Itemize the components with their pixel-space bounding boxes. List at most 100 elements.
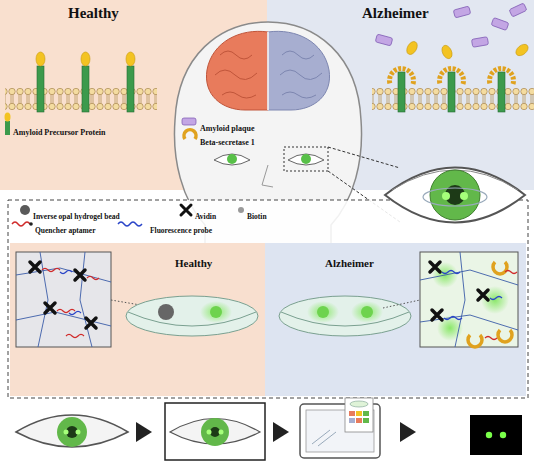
face-part <box>288 154 324 165</box>
membrane-alzheimer-part-part <box>471 37 488 48</box>
dashed-panel <box>8 200 528 398</box>
readout-steps-part <box>219 430 224 435</box>
legend-label: Fluorescence probe <box>150 227 212 235</box>
hydrogel-alzheimer-part-part <box>455 252 465 347</box>
readout-steps-part <box>273 422 289 442</box>
lens-alzheimer-part <box>317 306 329 318</box>
membrane-healthy-part <box>81 52 90 66</box>
legend-entry: Amyloid plaque <box>200 117 254 135</box>
readout-steps-part <box>64 430 69 435</box>
legend-entry: Biotin <box>247 205 267 223</box>
membrane-alzheimer-part <box>448 72 455 112</box>
face-part <box>284 147 328 171</box>
readout-steps-part <box>349 411 355 416</box>
readout-steps-part <box>363 418 369 423</box>
hydrogel-alzheimer-part-part <box>498 330 512 342</box>
hydrogel-healthy-part-part <box>45 303 55 313</box>
membrane-alzheimer-part-part <box>491 18 509 31</box>
hydrogel-alzheimer-part-part <box>432 310 442 320</box>
hydrogel-healthy-part-part <box>75 270 85 280</box>
legend-icons-part <box>238 207 244 213</box>
face-part <box>262 165 273 187</box>
face-part-part <box>280 70 322 80</box>
big-eye-part <box>460 192 468 200</box>
readout-steps-part <box>345 398 373 432</box>
membrane-healthy <box>5 52 157 112</box>
membrane-alzheimer-part <box>398 72 405 112</box>
panel-alzheimer: Alzheimer <box>265 243 526 396</box>
hydrogel-alzheimer-part <box>468 262 512 347</box>
big-eye-part <box>430 170 480 220</box>
face-part <box>280 51 322 98</box>
readout-steps-part <box>500 432 506 438</box>
lens-healthy-part <box>200 301 232 323</box>
hydrogel-healthy-part-part <box>80 252 92 347</box>
panel-title: Alzheimer <box>362 5 429 22</box>
readout-steps-part <box>201 418 229 446</box>
hydrogel-healthy-part <box>30 262 96 328</box>
lens-alzheimer-part <box>279 296 411 336</box>
face-part <box>268 31 330 110</box>
readout-steps-part <box>400 422 416 442</box>
membrane-alzheimer-part <box>440 69 464 84</box>
top-bands-part <box>267 0 534 190</box>
panel-title: Healthy <box>68 5 119 22</box>
hydrogel-alzheimer-part <box>442 271 502 320</box>
readout-steps-part <box>312 430 336 446</box>
membrane-alzheimer-part <box>405 40 420 57</box>
hydrogel-healthy-part-part <box>42 269 60 272</box>
legend-entry: Quencher aptamer <box>35 219 95 237</box>
hydrogel-healthy-part-part <box>60 271 72 274</box>
legend-icons-part <box>12 222 30 226</box>
membrane-alzheimer-part <box>498 72 505 112</box>
lens-alzheimer-part <box>351 301 383 323</box>
hydrogel-alzheimer-part-part <box>444 317 462 320</box>
legend-entry: Fluorescence probe <box>150 219 212 237</box>
top-bands-part <box>0 0 267 190</box>
hydrogel-healthy-part-part <box>30 262 40 272</box>
hydrogel-healthy-part-part <box>66 335 84 338</box>
hydrogel-healthy-part-part <box>57 310 75 313</box>
lens-healthy-part <box>158 304 174 320</box>
membrane-alzheimer-part-part <box>509 3 527 17</box>
hydrogel-alzheimer <box>420 252 518 347</box>
legend-icons-part <box>118 222 142 226</box>
readout-steps <box>16 398 522 460</box>
hydrogel-alzheimer-part-part <box>430 262 440 272</box>
legend-icons-part <box>5 121 10 135</box>
readout-steps-part <box>356 411 362 416</box>
face-part-part <box>220 51 252 59</box>
hydrogel-healthy-part-part <box>87 277 99 280</box>
big-eye-part <box>442 192 450 200</box>
readout-steps-part <box>16 415 128 447</box>
face-part <box>267 32 269 110</box>
face-part-part <box>282 92 316 98</box>
hydrogel-alzheimer-part-part <box>493 262 507 274</box>
face-part <box>227 154 237 164</box>
membrane-healthy-part <box>37 66 44 112</box>
legend-icons-part <box>5 113 11 122</box>
membrane-healthy-part <box>126 52 135 66</box>
legend-icons-part <box>182 118 196 125</box>
lens-alzheimer <box>279 296 420 336</box>
hydrogel-healthy-part <box>60 271 81 315</box>
membrane-alzheimer-part-part <box>453 6 471 18</box>
face-part <box>301 154 311 164</box>
dashed-panel-part <box>8 200 528 398</box>
dashed-panel-part <box>265 243 526 396</box>
hydrogel-alzheimer-part <box>420 252 518 347</box>
lens-alzheimer-part <box>383 300 420 308</box>
readout-steps-part <box>486 432 492 438</box>
membrane-healthy-part <box>82 66 89 112</box>
hydrogel-healthy <box>16 252 158 347</box>
hydrogel-healthy-part-part <box>38 252 48 347</box>
hydrogel-healthy-part <box>16 252 111 347</box>
legend-icons-part <box>20 205 30 215</box>
hydrogel-alzheimer-part <box>481 286 509 314</box>
legend-entry: Beta-secretase 1 <box>200 131 255 149</box>
lens-alzheimer-part <box>307 301 339 323</box>
membrane-alzheimer-part <box>390 69 414 84</box>
panel-title: Healthy <box>175 257 212 269</box>
hydrogel-alzheimer-part-part <box>490 297 502 300</box>
legend-label: Biotin <box>247 213 267 221</box>
